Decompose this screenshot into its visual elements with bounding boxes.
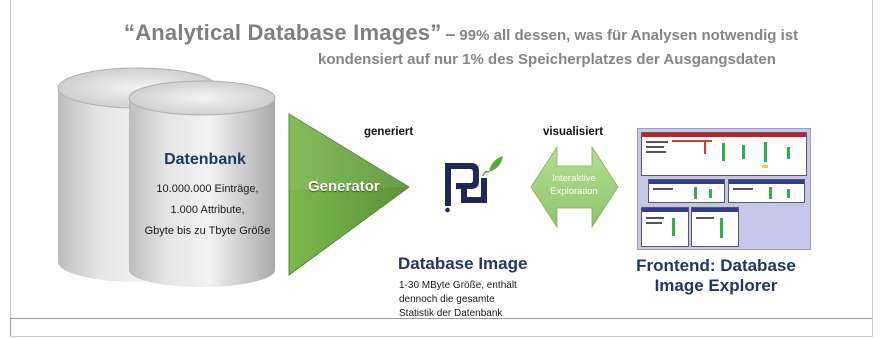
database-image-logo-icon	[445, 156, 503, 213]
slide-title: “Analytical Database Images”–99% all des…	[124, 20, 798, 46]
slide-frame	[10, 0, 873, 337]
frontend-screenshot-thumbnail	[637, 128, 811, 250]
database-line-2: 1.000 Attribute,	[170, 204, 245, 216]
title-quoted: “Analytical Database Images”	[124, 20, 442, 45]
thumbnail-pane-bottom-1	[641, 207, 689, 247]
thumbnail-pane-mid-left	[648, 179, 725, 203]
arrow-text-line-1: Interaktive	[552, 173, 596, 184]
divider-line	[10, 318, 872, 319]
edge-label-generiert: generiert	[364, 126, 414, 138]
database-image-desc-2: dennoch die gesamte	[399, 294, 495, 305]
database-line-3: Gbyte bis zu Tbyte Größe	[144, 225, 271, 237]
thumbnail-pane-mid-right	[728, 179, 805, 203]
frontend-title-line-2: Image Explorer	[654, 276, 778, 295]
thumbnail-pane-top	[641, 132, 807, 176]
database-cylinder-front	[128, 80, 276, 287]
edge-label-visualisiert: visualisiert	[543, 126, 604, 138]
slide-subtitle: kondensiert auf nur 1% des Speicherplatz…	[318, 51, 776, 68]
frontend-title-line-1: Frontend: Database	[636, 256, 796, 275]
arrow-text-line-2: Exploration	[550, 186, 598, 197]
database-image-desc-1: 1-30 MByte Größe, enthält	[399, 280, 517, 291]
generator-triangle	[288, 113, 410, 276]
title-rest: 99% all dessen, was für Analysen notwend…	[459, 27, 799, 44]
title-dash: –	[445, 24, 456, 44]
database-title: Datenbank	[164, 151, 246, 168]
interactive-exploration-arrow	[530, 145, 619, 229]
database-line-1: 10.000.000 Einträge,	[156, 183, 259, 195]
thumbnail-pane-bottom-2	[691, 207, 739, 247]
database-image-desc-3: Statistik der Datenbank	[399, 308, 503, 319]
generator-label: Generator	[308, 178, 380, 195]
database-image-title: Database Image	[398, 254, 528, 273]
divider-line-left	[10, 318, 11, 336]
